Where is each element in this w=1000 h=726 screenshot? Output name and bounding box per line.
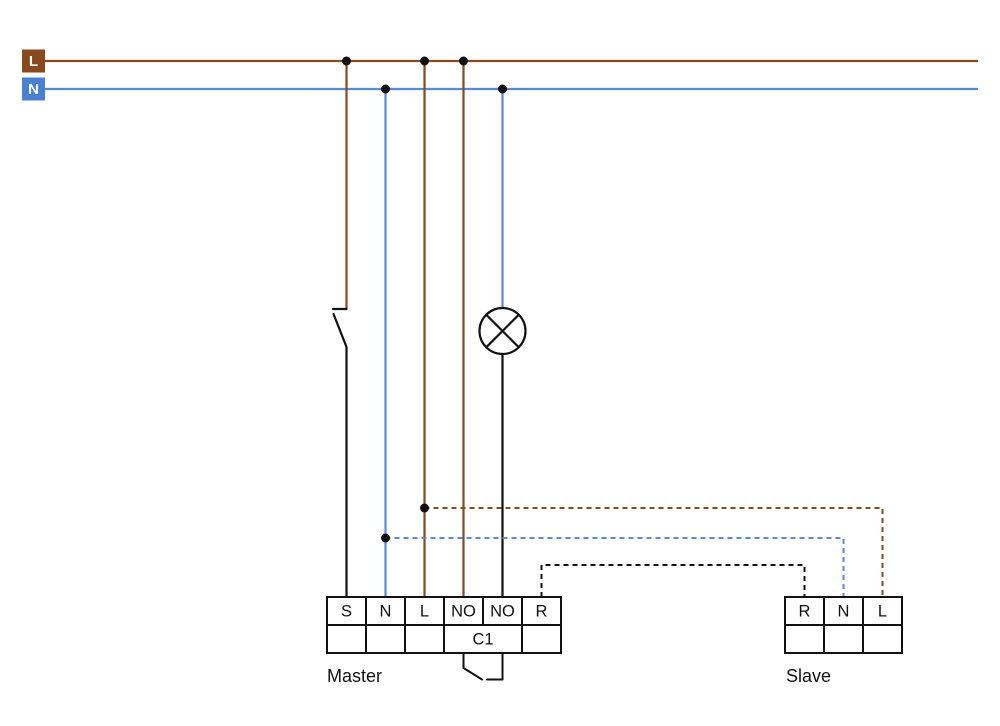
slave-lower-row bbox=[784, 624, 903, 654]
master-terminal-no2: NO bbox=[490, 603, 515, 621]
l-bus-label: L bbox=[22, 49, 45, 73]
slave-terminal-r: R bbox=[799, 603, 811, 621]
slave-r-link-wire bbox=[540, 564, 806, 597]
master-terminal-s: S bbox=[341, 603, 352, 621]
n-bus-label: N bbox=[22, 77, 45, 101]
master-terminal-n: N bbox=[380, 603, 392, 621]
master-slave-links bbox=[385, 507, 884, 597]
wall-switch-icon bbox=[331, 307, 348, 349]
slave-terminal-block: R N L Slave bbox=[784, 596, 903, 686]
l-bus-label-box bbox=[22, 49, 45, 73]
slave-terminal-n: N bbox=[838, 603, 850, 621]
slave-l-link-wire bbox=[424, 507, 884, 597]
n-bus-label-box bbox=[22, 77, 45, 101]
lamp-icon bbox=[478, 306, 527, 356]
master-drop-wires bbox=[331, 61, 527, 597]
slave-caption: Slave bbox=[786, 666, 831, 686]
junction-dot bbox=[381, 533, 390, 543]
junction-dots bbox=[342, 56, 507, 543]
junction-dot bbox=[342, 56, 351, 66]
l-bus-label-text: L bbox=[29, 53, 38, 70]
master-channel-label: C1 bbox=[472, 631, 493, 649]
slave-terminal-row bbox=[784, 596, 903, 626]
junction-dot bbox=[381, 84, 390, 94]
master-terminal-r: R bbox=[536, 603, 548, 621]
slave-n-link-wire bbox=[385, 537, 845, 597]
master-terminal-block: S N L NO NO R C1 Master bbox=[326, 596, 562, 686]
master-terminal-l: L bbox=[420, 603, 429, 621]
master-terminal-no1: NO bbox=[451, 603, 476, 621]
junction-dot bbox=[420, 56, 429, 66]
relay-contact-icon bbox=[462, 652, 504, 681]
junction-dot bbox=[459, 56, 468, 66]
master-caption: Master bbox=[327, 666, 382, 686]
slave-terminal-l: L bbox=[878, 603, 887, 621]
junction-dot bbox=[420, 503, 429, 513]
junction-dot bbox=[498, 84, 507, 94]
supply-bus: L N bbox=[22, 49, 978, 101]
n-bus-label-text: N bbox=[28, 81, 39, 98]
